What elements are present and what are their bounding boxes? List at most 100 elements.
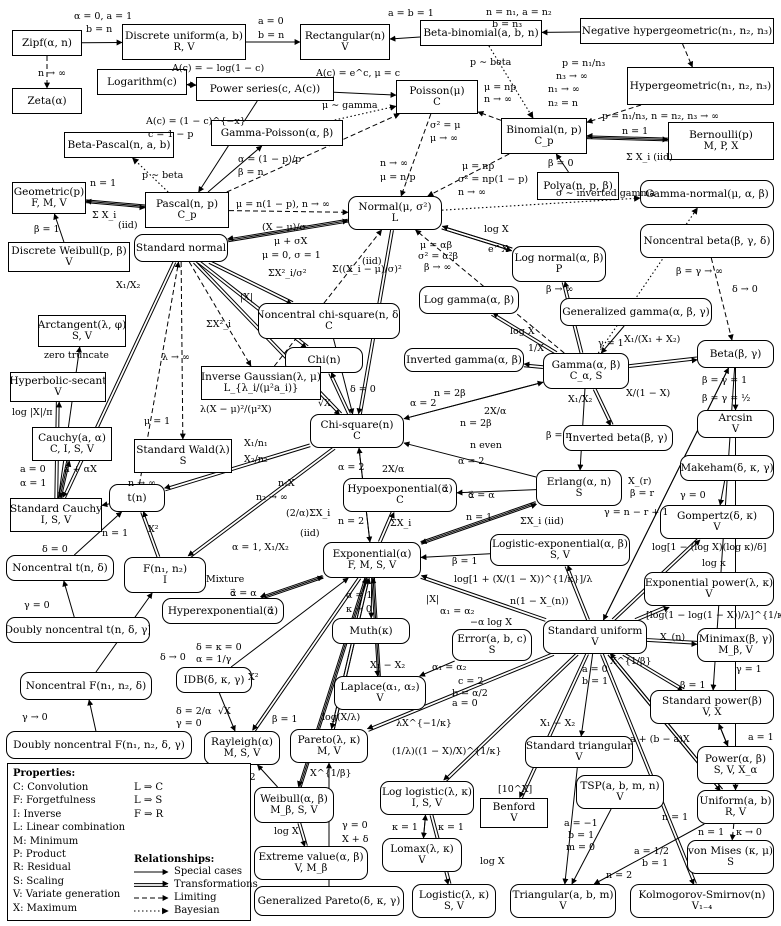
node-title: Pascal(n, p)	[155, 198, 219, 210]
edge-label: μ ∼ gamma	[322, 100, 378, 111]
node-properties: C	[433, 97, 441, 108]
edge-chisq-to-chi	[328, 373, 349, 415]
edge-label: n → ∞	[128, 478, 157, 489]
node-properties: R, V	[173, 42, 195, 53]
edge-label: A(c) = − log(1 − c)	[172, 63, 265, 74]
node-hyperexp: Hyperexponential(α⃗)	[162, 598, 284, 624]
node-title: Rectangular(n)	[304, 30, 386, 42]
node-arctan: Arctangent(λ, φ)S, V	[38, 315, 126, 347]
edge-label: α₁ = α₂	[440, 606, 475, 617]
node-error: Error(a, b, c)S	[452, 629, 532, 661]
edge-label: log[1 − (log X)(log κ)/δ]	[652, 542, 767, 553]
node-exponential: Exponential(α)F, M, S, V	[323, 542, 421, 578]
edge-stdnormal-to-stdwald	[179, 261, 186, 440]
node-title: Zeta(α)	[27, 95, 67, 107]
node-title: Exponential(α)	[332, 548, 412, 560]
edge-pascal-to-gampois	[207, 145, 263, 193]
edge-gamma-to-loggamma	[492, 312, 558, 353]
edge-error-to-laplace	[419, 660, 455, 677]
legend-relationship-label: Bayesian	[174, 905, 220, 916]
edge-label: n = 1	[698, 827, 725, 838]
edge-label: A(c) = e^c, μ = c	[316, 68, 401, 79]
edge-label: γ = n − r + 1	[604, 507, 669, 518]
edge-lognormal-to-normal	[441, 225, 513, 249]
edge-lomax-to-loglogistic	[422, 814, 429, 839]
node-title: Makeham(δ, κ, γ)	[680, 462, 774, 474]
edge-label: |X|	[426, 594, 440, 605]
edge-stduni-to-loglogistic	[443, 652, 577, 781]
edge-label: α⃗ = α	[230, 588, 257, 599]
edge-exponential-to-erlang	[421, 503, 538, 545]
edge-label: ΣX_i	[390, 518, 412, 529]
edge-chisq-to-f	[189, 448, 336, 559]
legend-property: P: Product	[13, 849, 66, 860]
edge-label: α⃗ = α	[468, 490, 495, 501]
node-muth: Muth(κ)	[332, 618, 410, 644]
node-title: Power series(c, A(c))	[209, 83, 321, 95]
edge-label: a = 1/2	[634, 846, 669, 857]
edge-label: β = γ → ∞	[676, 266, 724, 277]
edge-label: n = 1	[90, 178, 117, 189]
edge-label: X₁ − X₂	[370, 660, 406, 671]
node-title: Doubly noncentral F(n₁, n₂, δ, γ)	[13, 739, 185, 751]
node-title: Logistic-exponential(α, β)	[492, 538, 628, 550]
edge-label: b = n₃	[492, 19, 523, 30]
edge-label: γ = 0	[342, 820, 368, 831]
node-properties: M, V	[317, 746, 341, 757]
edge-label: X^{1/β}	[610, 656, 652, 667]
edge-label: μ = n/p	[380, 172, 416, 183]
edge-label: [10^X]	[498, 784, 533, 795]
edge-label: γ = 1	[736, 664, 762, 675]
edge-label: n₁X	[278, 478, 295, 489]
edge-weibull-to-extreme	[300, 822, 308, 846]
edge-label: n = 2	[338, 516, 365, 527]
node-properties: V	[705, 589, 713, 600]
node-betapascal: Beta-Pascal(n, a, b)	[64, 132, 174, 158]
node-properties: I	[163, 575, 167, 586]
edge-stduni-to-minimax	[647, 638, 698, 642]
edge-label: μ = n(1 − p), n → ∞	[236, 199, 330, 210]
edge-pascal-to-geometric	[85, 198, 146, 207]
node-triangular: Triangular(a, b, m)V	[510, 884, 616, 918]
edge-label: p ∼ beta	[470, 57, 512, 68]
edge-label: log X	[484, 224, 509, 235]
edge-pseries-to-pascal	[198, 100, 258, 193]
edge-t-to-stdnormal	[138, 261, 181, 485]
node-properties: C	[325, 321, 333, 332]
node-properties: I, S, V	[40, 515, 72, 526]
edge-label: β → ∞	[424, 262, 452, 273]
edge-label: 1/X	[528, 343, 545, 354]
node-title: Standard power(β)	[661, 695, 763, 707]
edge-label: X/(1 − X)	[626, 388, 671, 399]
legend-implication: F ⇒ R	[134, 808, 164, 820]
node-title: Gamma-normal(μ, α, β)	[645, 188, 769, 200]
node-ncbeta: Noncentral beta(β, γ, δ)	[640, 224, 774, 258]
edge-logisticexp-to-exponential	[420, 553, 491, 561]
edge-label: μ = αβ	[420, 240, 453, 251]
edge-label: X²	[248, 672, 259, 683]
edge-label: log X	[274, 826, 299, 837]
edge-label: n(1 − X_(n))	[510, 596, 569, 607]
node-properties: S, V	[443, 901, 465, 912]
node-title: Noncentral chi-square(n, δ)	[258, 309, 400, 321]
node-chisq: Chi-square(n)C	[310, 414, 404, 448]
node-title: Kolmogorov-Smirnov(n)	[638, 889, 766, 901]
edge-label: X₁/n₁	[244, 438, 268, 449]
edge-stduni-to-stdpower	[623, 652, 685, 690]
edge-label: a = 0	[582, 664, 608, 675]
node-properties: V	[341, 42, 349, 53]
legend-property: V: Variate generation	[13, 889, 121, 901]
node-properties: V	[65, 257, 73, 268]
edge-label: α = 2	[458, 456, 485, 467]
edge-stduni-to-loglogistic	[445, 654, 579, 783]
node-title: Hyperexponential(α⃗)	[167, 605, 279, 617]
edge-label: p = n₁/n₃	[562, 58, 606, 69]
node-title: Noncentral F(n₁, n₂, δ)	[25, 680, 147, 692]
edge-stduni-to-kolmo	[600, 654, 695, 886]
edge-label: μ = np	[462, 161, 495, 172]
edge-label: p ∼ beta	[142, 170, 184, 181]
node-title: Negative hypergeometric(n₁, n₂, n₃)	[581, 25, 773, 37]
node-makeham: Makeham(δ, κ, γ)	[680, 455, 774, 481]
node-lognormal: Log normal(α, β)P	[512, 246, 606, 282]
edge-label: X₁/X₂	[568, 394, 593, 405]
